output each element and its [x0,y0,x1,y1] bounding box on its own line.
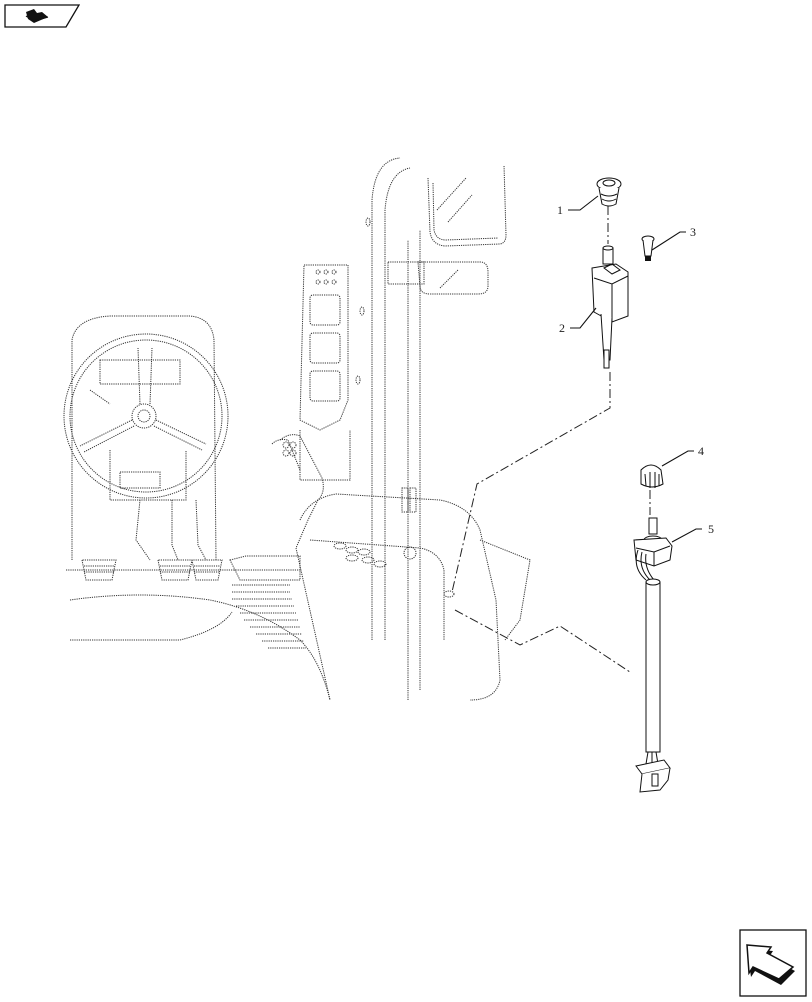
cab-interior-illustration [63,157,531,701]
arrow-back-icon [4,4,81,28]
callout-label-3: 3 [690,225,696,239]
part-3-plug[interactable] [641,235,655,261]
assembly-center-lines [451,206,651,673]
arrow-forward-icon [739,929,807,997]
callout-label-4: 4 [698,444,704,458]
next-page-button[interactable] [739,929,807,997]
callout-1: 1 [557,195,599,217]
part-1-knob-cap[interactable] [596,177,622,207]
callout-5: 5 [671,522,714,543]
part-4-rotary-knob[interactable] [640,464,664,488]
callout-3: 3 [651,225,696,251]
previous-page-button[interactable] [4,4,81,28]
callout-label-1: 1 [557,203,563,217]
callout-4: 4 [661,444,704,467]
callout-2: 2 [559,307,597,335]
callout-label-5: 5 [708,522,714,536]
part-5-potentiometer-harness[interactable] [633,517,673,793]
callout-label-2: 2 [559,321,565,335]
part-2-push-switch[interactable] [591,245,629,369]
